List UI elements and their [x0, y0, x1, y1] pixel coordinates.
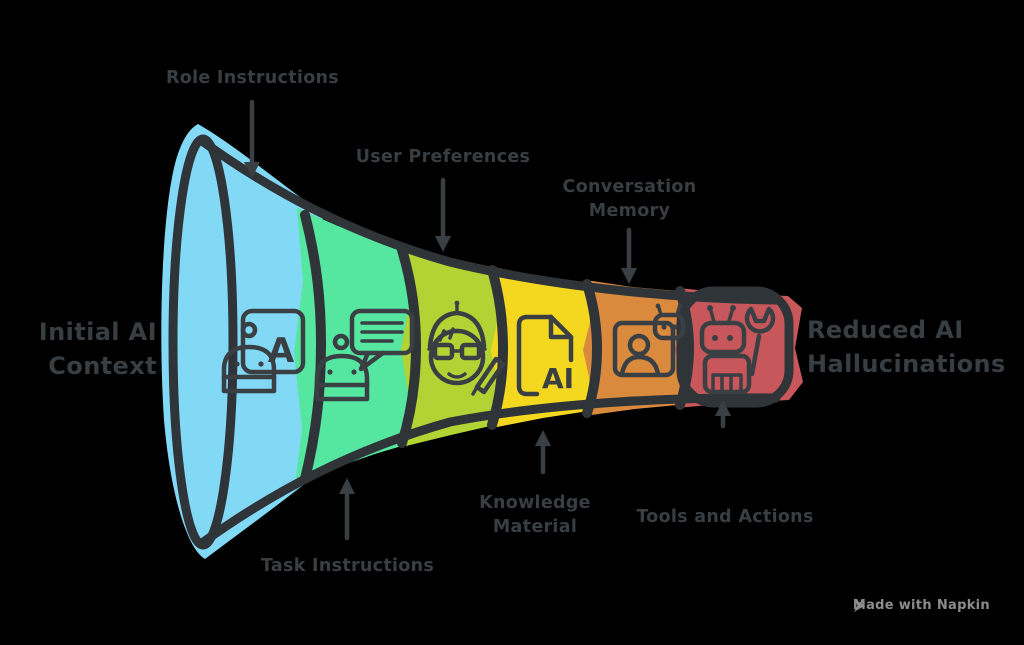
watermark-brand: Napkin	[936, 598, 990, 613]
person-glasses-pencil-icon	[427, 300, 506, 396]
svg-text:AI: AI	[542, 362, 574, 395]
funnel-end-cap-outline	[676, 286, 794, 408]
user-preferences-arrow	[435, 177, 451, 252]
label-user-preferences: User Preferences	[355, 147, 531, 167]
label-knowledge-material: Knowledge Material	[479, 493, 591, 537]
robot-speech-bubble-icon	[314, 308, 415, 402]
contact-card-robot-icon	[612, 303, 686, 378]
napkin-logo-icon	[853, 599, 865, 612]
robot-wrench-icon	[699, 305, 776, 395]
label-tools-and-actions: Tools and Actions	[636, 507, 814, 527]
separator-1	[300, 210, 327, 484]
label-reduced-ai-hallucinations: Reduced AI Hallucinations	[807, 316, 1006, 378]
tools-and-actions-arrow	[715, 400, 731, 429]
separator-3	[487, 265, 509, 430]
separator-2	[397, 245, 422, 448]
label-task-instructions: Task Instructions	[260, 556, 435, 576]
made-with-napkin-watermark: Made with Napkin	[853, 598, 990, 613]
robot-letter-board-icon: A	[221, 308, 306, 394]
label-initial-ai-context: Initial AI Context	[38, 318, 157, 380]
label-conversation-memory: Conversation Memory	[562, 177, 697, 221]
conversation-memory-arrow	[621, 227, 637, 284]
label-role-instructions: Role Instructions	[165, 68, 340, 88]
funnel-bottom-edge	[197, 393, 781, 548]
separator-4	[582, 279, 603, 418]
watermark-prefix: Made with	[852, 598, 932, 613]
ai-document-icon: AI	[516, 314, 574, 397]
role-instructions-arrow	[244, 99, 260, 178]
task-instructions-arrow	[339, 478, 355, 541]
knowledge-material-arrow	[535, 430, 551, 475]
funnel-segment-task-instructions	[294, 208, 426, 486]
